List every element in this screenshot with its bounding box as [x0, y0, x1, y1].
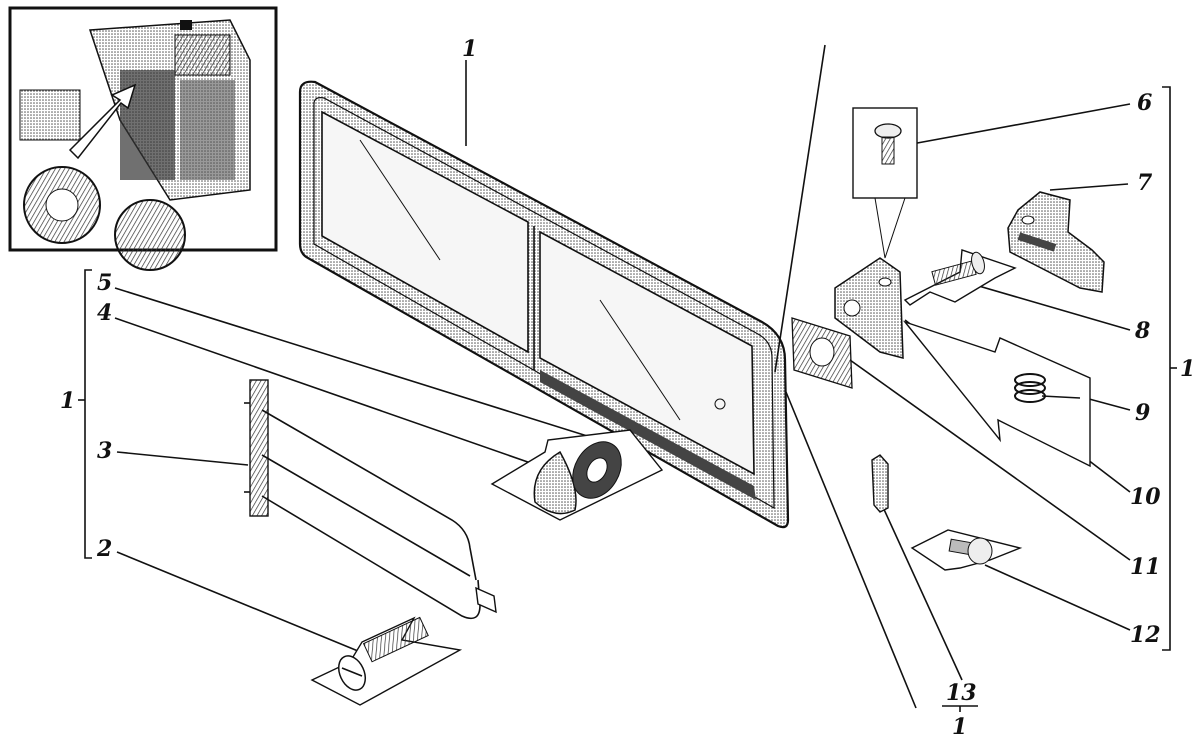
part-13-bracket	[871, 454, 889, 513]
label-13: 13	[946, 680, 977, 706]
left-glass-pane	[321, 110, 529, 354]
part-11-lock-block	[834, 257, 904, 359]
label-7: 7	[1137, 170, 1153, 196]
part-8-pin	[903, 249, 1017, 306]
part-10-gasket	[791, 317, 853, 389]
part-9-spring	[902, 320, 1091, 468]
label-4: 4	[97, 300, 112, 326]
label-5: 5	[97, 270, 112, 296]
part-2-screw	[310, 616, 463, 706]
left-group-bracket	[78, 269, 92, 559]
leader-lines	[114, 44, 1131, 709]
label-1-window: 1	[462, 36, 477, 62]
label-6: 6	[1137, 90, 1152, 116]
part-6-screw	[852, 107, 918, 259]
vehicle-location-inset	[8, 6, 278, 271]
label-11: 11	[1130, 554, 1161, 580]
right-glass-pane	[539, 230, 755, 476]
part-4-5-cone-washer	[490, 429, 664, 521]
label-1-left-group: 1	[60, 388, 75, 414]
label-3: 3	[97, 438, 112, 464]
callout-labels: 1 5 4 1 3 2 6 7 8 9 10 11 12 1 13 1	[60, 36, 1195, 740]
part-12-rivet	[910, 529, 1023, 571]
label-9: 9	[1135, 400, 1150, 426]
part-7-latch	[1007, 191, 1105, 293]
label-10: 10	[1130, 484, 1161, 510]
label-8: 8	[1134, 318, 1150, 344]
right-group-bracket	[1162, 86, 1177, 651]
label-13-sub: 1	[952, 714, 967, 740]
label-12: 12	[1130, 622, 1161, 648]
part-3-handle	[244, 379, 497, 620]
sliding-window-assembly	[298, 80, 790, 529]
label-2: 2	[96, 536, 112, 562]
label-1-right-group: 1	[1180, 356, 1195, 382]
